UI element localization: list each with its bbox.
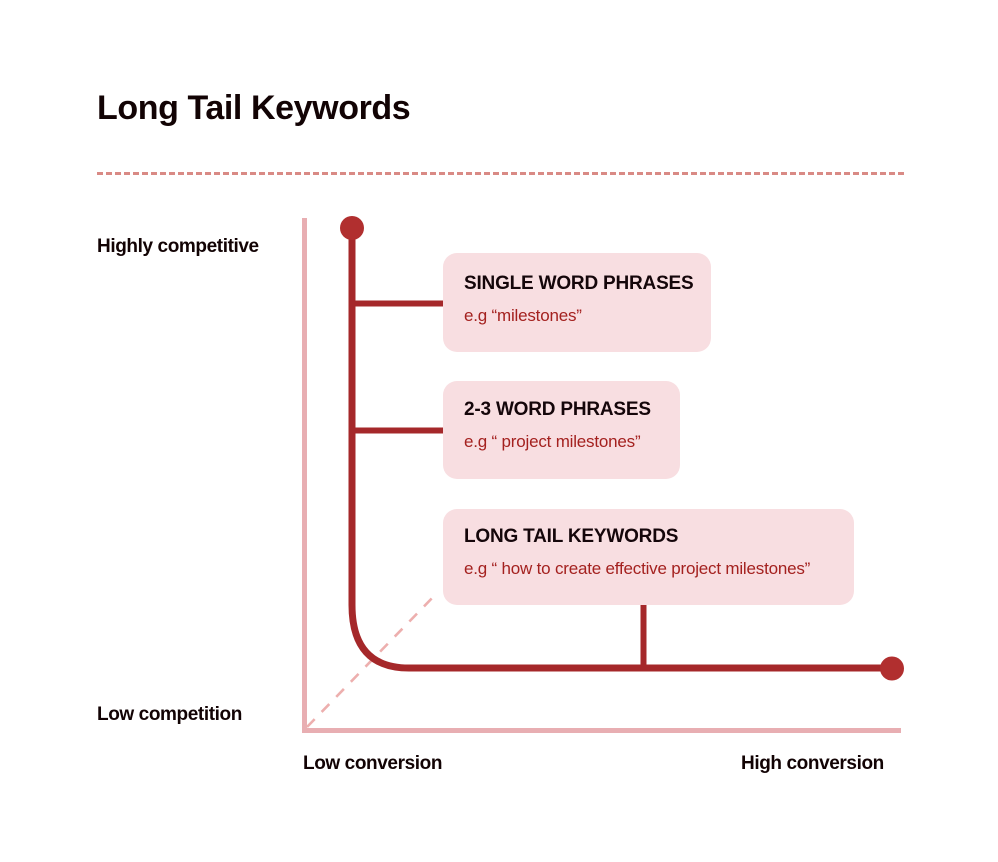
card-two-three-word-phrases[interactable]: 2-3 WORD PHRASES e.g “ project milestone… [443,381,680,479]
axis-label-low-competition: Low competition [97,704,242,725]
curve-endpoint-top-marker [340,216,364,240]
card-single-word-phrases[interactable]: SINGLE WORD PHRASES e.g “milestones” [443,253,711,352]
diagonal-reference-line [306,592,438,728]
axis-label-highly-competitive: Highly competitive [97,236,259,257]
card-example: e.g “milestones” [464,306,582,325]
card-example: e.g “ project milestones” [464,432,641,451]
page-title: Long Tail Keywords [97,89,411,127]
card-long-tail-keywords[interactable]: LONG TAIL KEYWORDS e.g “ how to create e… [443,509,854,605]
card-example: e.g “ how to create effective project mi… [464,559,811,578]
axis-label-high-conversion: High conversion [741,753,884,774]
title-divider [97,172,904,175]
card-title: SINGLE WORD PHRASES [464,273,694,294]
axis-label-low-conversion: Low conversion [303,753,443,774]
card-title: 2-3 WORD PHRASES [464,399,651,420]
card-title: LONG TAIL KEYWORDS [464,526,679,547]
curve-endpoint-right-marker [880,656,904,681]
